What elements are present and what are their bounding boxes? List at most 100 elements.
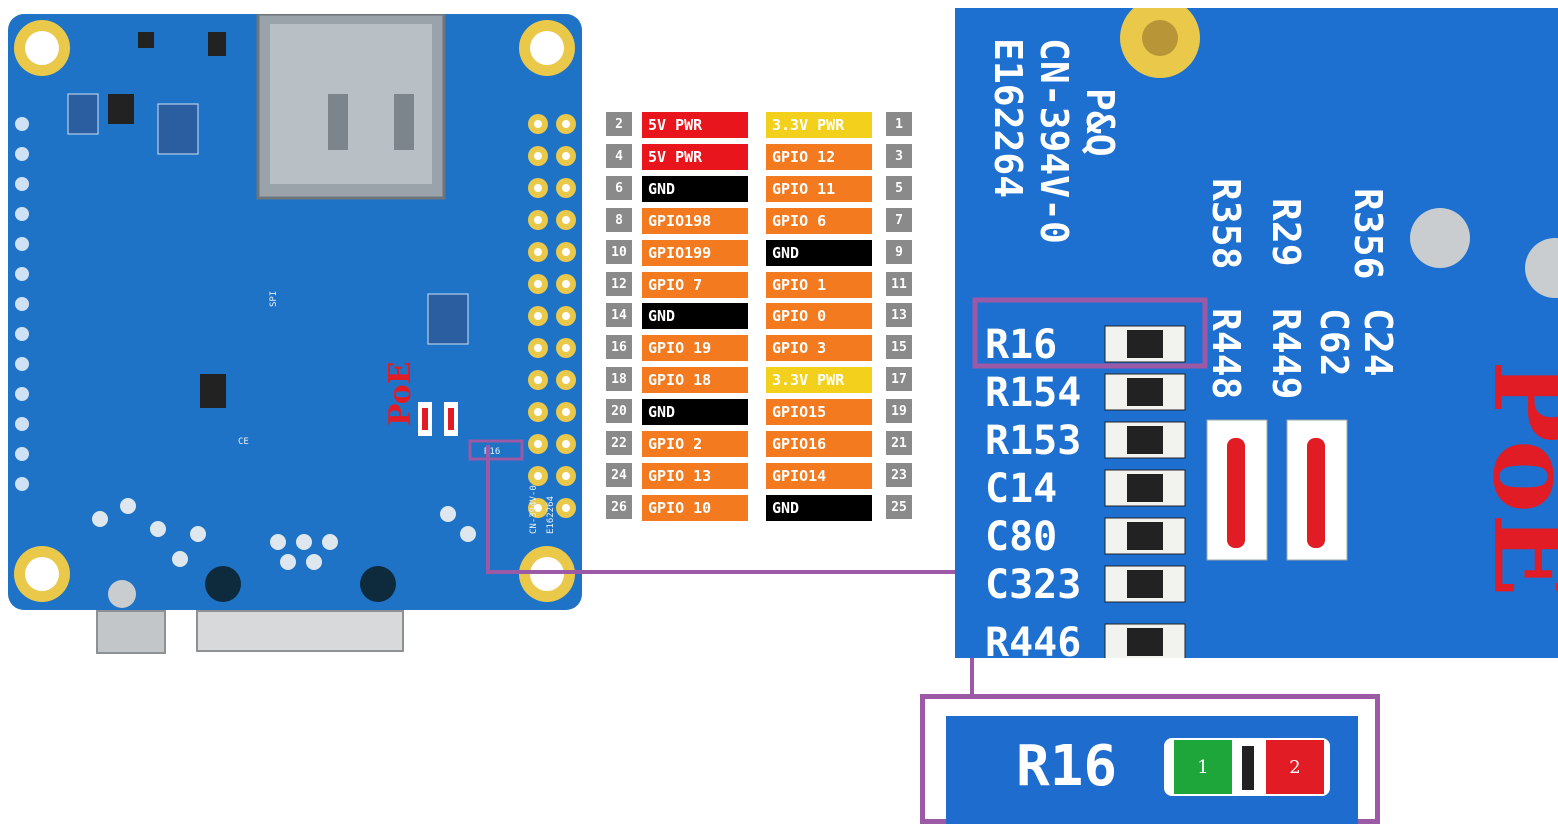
ce-mark: CE <box>238 437 249 447</box>
pin-number-19: 19 <box>886 399 912 423</box>
zoom-vlabel-c24: C24 <box>1356 308 1400 377</box>
zoom-label-c323: C323 <box>985 562 1081 608</box>
pin-label-8: GPIO198 <box>642 208 748 234</box>
zoom-label-r153: R153 <box>985 418 1081 464</box>
edge-pin <box>15 117 29 131</box>
edge-pin <box>15 327 29 341</box>
pin-label-4: 5V PWR <box>642 144 748 170</box>
via <box>460 526 476 542</box>
zoom-vlabel-r356: R356 <box>1346 188 1390 280</box>
pin-number-9: 9 <box>886 240 912 264</box>
pin-label-19: GPIO15 <box>766 399 872 425</box>
pin-number-25: 25 <box>886 495 912 519</box>
pin-label-11: GPIO 1 <box>766 272 872 298</box>
zoom-pcb-code: E162264 <box>986 38 1030 198</box>
zoom-vlabel-r358: R358 <box>1204 178 1248 270</box>
pin-label-5: GPIO 11 <box>766 176 872 202</box>
pin-label-22: GPIO 2 <box>642 431 748 457</box>
r16-zoom-highlight <box>972 297 1208 369</box>
via <box>280 554 296 570</box>
zoom-vlabel-r448: R448 <box>1204 308 1248 400</box>
pin-number-22: 22 <box>606 431 632 455</box>
pin-label-9: GND <box>766 240 872 266</box>
zoom-vlabel-r449: R449 <box>1264 308 1308 400</box>
pin-number-16: 16 <box>606 335 632 359</box>
pin-number-14: 14 <box>606 303 632 327</box>
edge-pin <box>15 267 29 281</box>
zoom-pcb-code-2: CN-394V-0 <box>1032 38 1076 244</box>
zoom-poe-label: PoE <box>1469 360 1558 597</box>
zoom-label-r446: R446 <box>985 620 1081 658</box>
gpio-header <box>528 114 576 518</box>
pin-label-25: GND <box>766 495 872 521</box>
pin-number-20: 20 <box>606 399 632 423</box>
pin-number-12: 12 <box>606 272 632 296</box>
via <box>296 534 312 550</box>
pin-number-10: 10 <box>606 240 632 264</box>
components <box>67 32 469 436</box>
pin-label-18: GPIO 18 <box>642 367 748 393</box>
via <box>270 534 286 550</box>
pin-label-10: GPIO199 <box>642 240 748 266</box>
closeup-r16-label: R16 <box>1016 734 1118 799</box>
pin-number-13: 13 <box>886 303 912 327</box>
pin-label-15: GPIO 3 <box>766 335 872 361</box>
pin-label-12: GPIO 7 <box>642 272 748 298</box>
pin-number-1: 1 <box>886 112 912 136</box>
vias <box>92 498 476 570</box>
pin-label-26: GPIO 10 <box>642 495 748 521</box>
ethernet-connector <box>196 610 404 652</box>
pin-label-6: GND <box>642 176 748 202</box>
pin-number-8: 8 <box>606 208 632 232</box>
edge-pin <box>15 237 29 251</box>
via <box>150 521 166 537</box>
pad-1: 1 <box>1174 740 1232 794</box>
via <box>172 551 188 567</box>
edge-pin <box>15 357 29 371</box>
pad-gap <box>1242 746 1254 790</box>
r16-highlight-box <box>468 439 524 461</box>
r448-jumper <box>1227 438 1245 548</box>
pin-number-21: 21 <box>886 431 912 455</box>
pin-number-6: 6 <box>606 176 632 200</box>
edge-pin <box>15 147 29 161</box>
r16-closeup: R16 1 2 <box>946 716 1358 824</box>
pin-number-3: 3 <box>886 144 912 168</box>
pin-number-15: 15 <box>886 335 912 359</box>
zoom-label-c80: C80 <box>985 514 1057 560</box>
edge-pin <box>15 477 29 491</box>
via <box>120 498 136 514</box>
pin-label-24: GPIO 13 <box>642 463 748 489</box>
spi-label: SPI <box>269 291 279 307</box>
zoom-vlabel-c62: C62 <box>1312 308 1356 377</box>
zoom-pcb-text-3: P&Q <box>1078 88 1122 157</box>
pin-number-2: 2 <box>606 112 632 136</box>
pin-number-4: 4 <box>606 144 632 168</box>
sd-card-slot <box>256 14 446 200</box>
pcb-code: E162264 <box>546 496 556 534</box>
zoom-label-c14: C14 <box>985 466 1057 512</box>
via <box>190 526 206 542</box>
pin-number-17: 17 <box>886 367 912 391</box>
edge-pin <box>15 417 29 431</box>
pin-number-23: 23 <box>886 463 912 487</box>
r449-jumper <box>1307 438 1325 548</box>
via <box>322 534 338 550</box>
pcb-code-2: CN-394V-0 <box>529 485 539 534</box>
pin-label-17: 3.3V PWR <box>766 367 872 393</box>
edge-pin <box>15 177 29 191</box>
pin-label-20: GND <box>642 399 748 425</box>
pin-label-16: GPIO 19 <box>642 335 748 361</box>
pin-label-3: GPIO 12 <box>766 144 872 170</box>
pin-number-26: 26 <box>606 495 632 519</box>
pin-label-7: GPIO 6 <box>766 208 872 234</box>
pin-label-14: GND <box>642 303 748 329</box>
pin-number-24: 24 <box>606 463 632 487</box>
r16-marker-label: R16 <box>484 447 500 457</box>
micro-usb-connector <box>96 610 166 654</box>
edge-pin <box>15 387 29 401</box>
edge-pin <box>15 297 29 311</box>
